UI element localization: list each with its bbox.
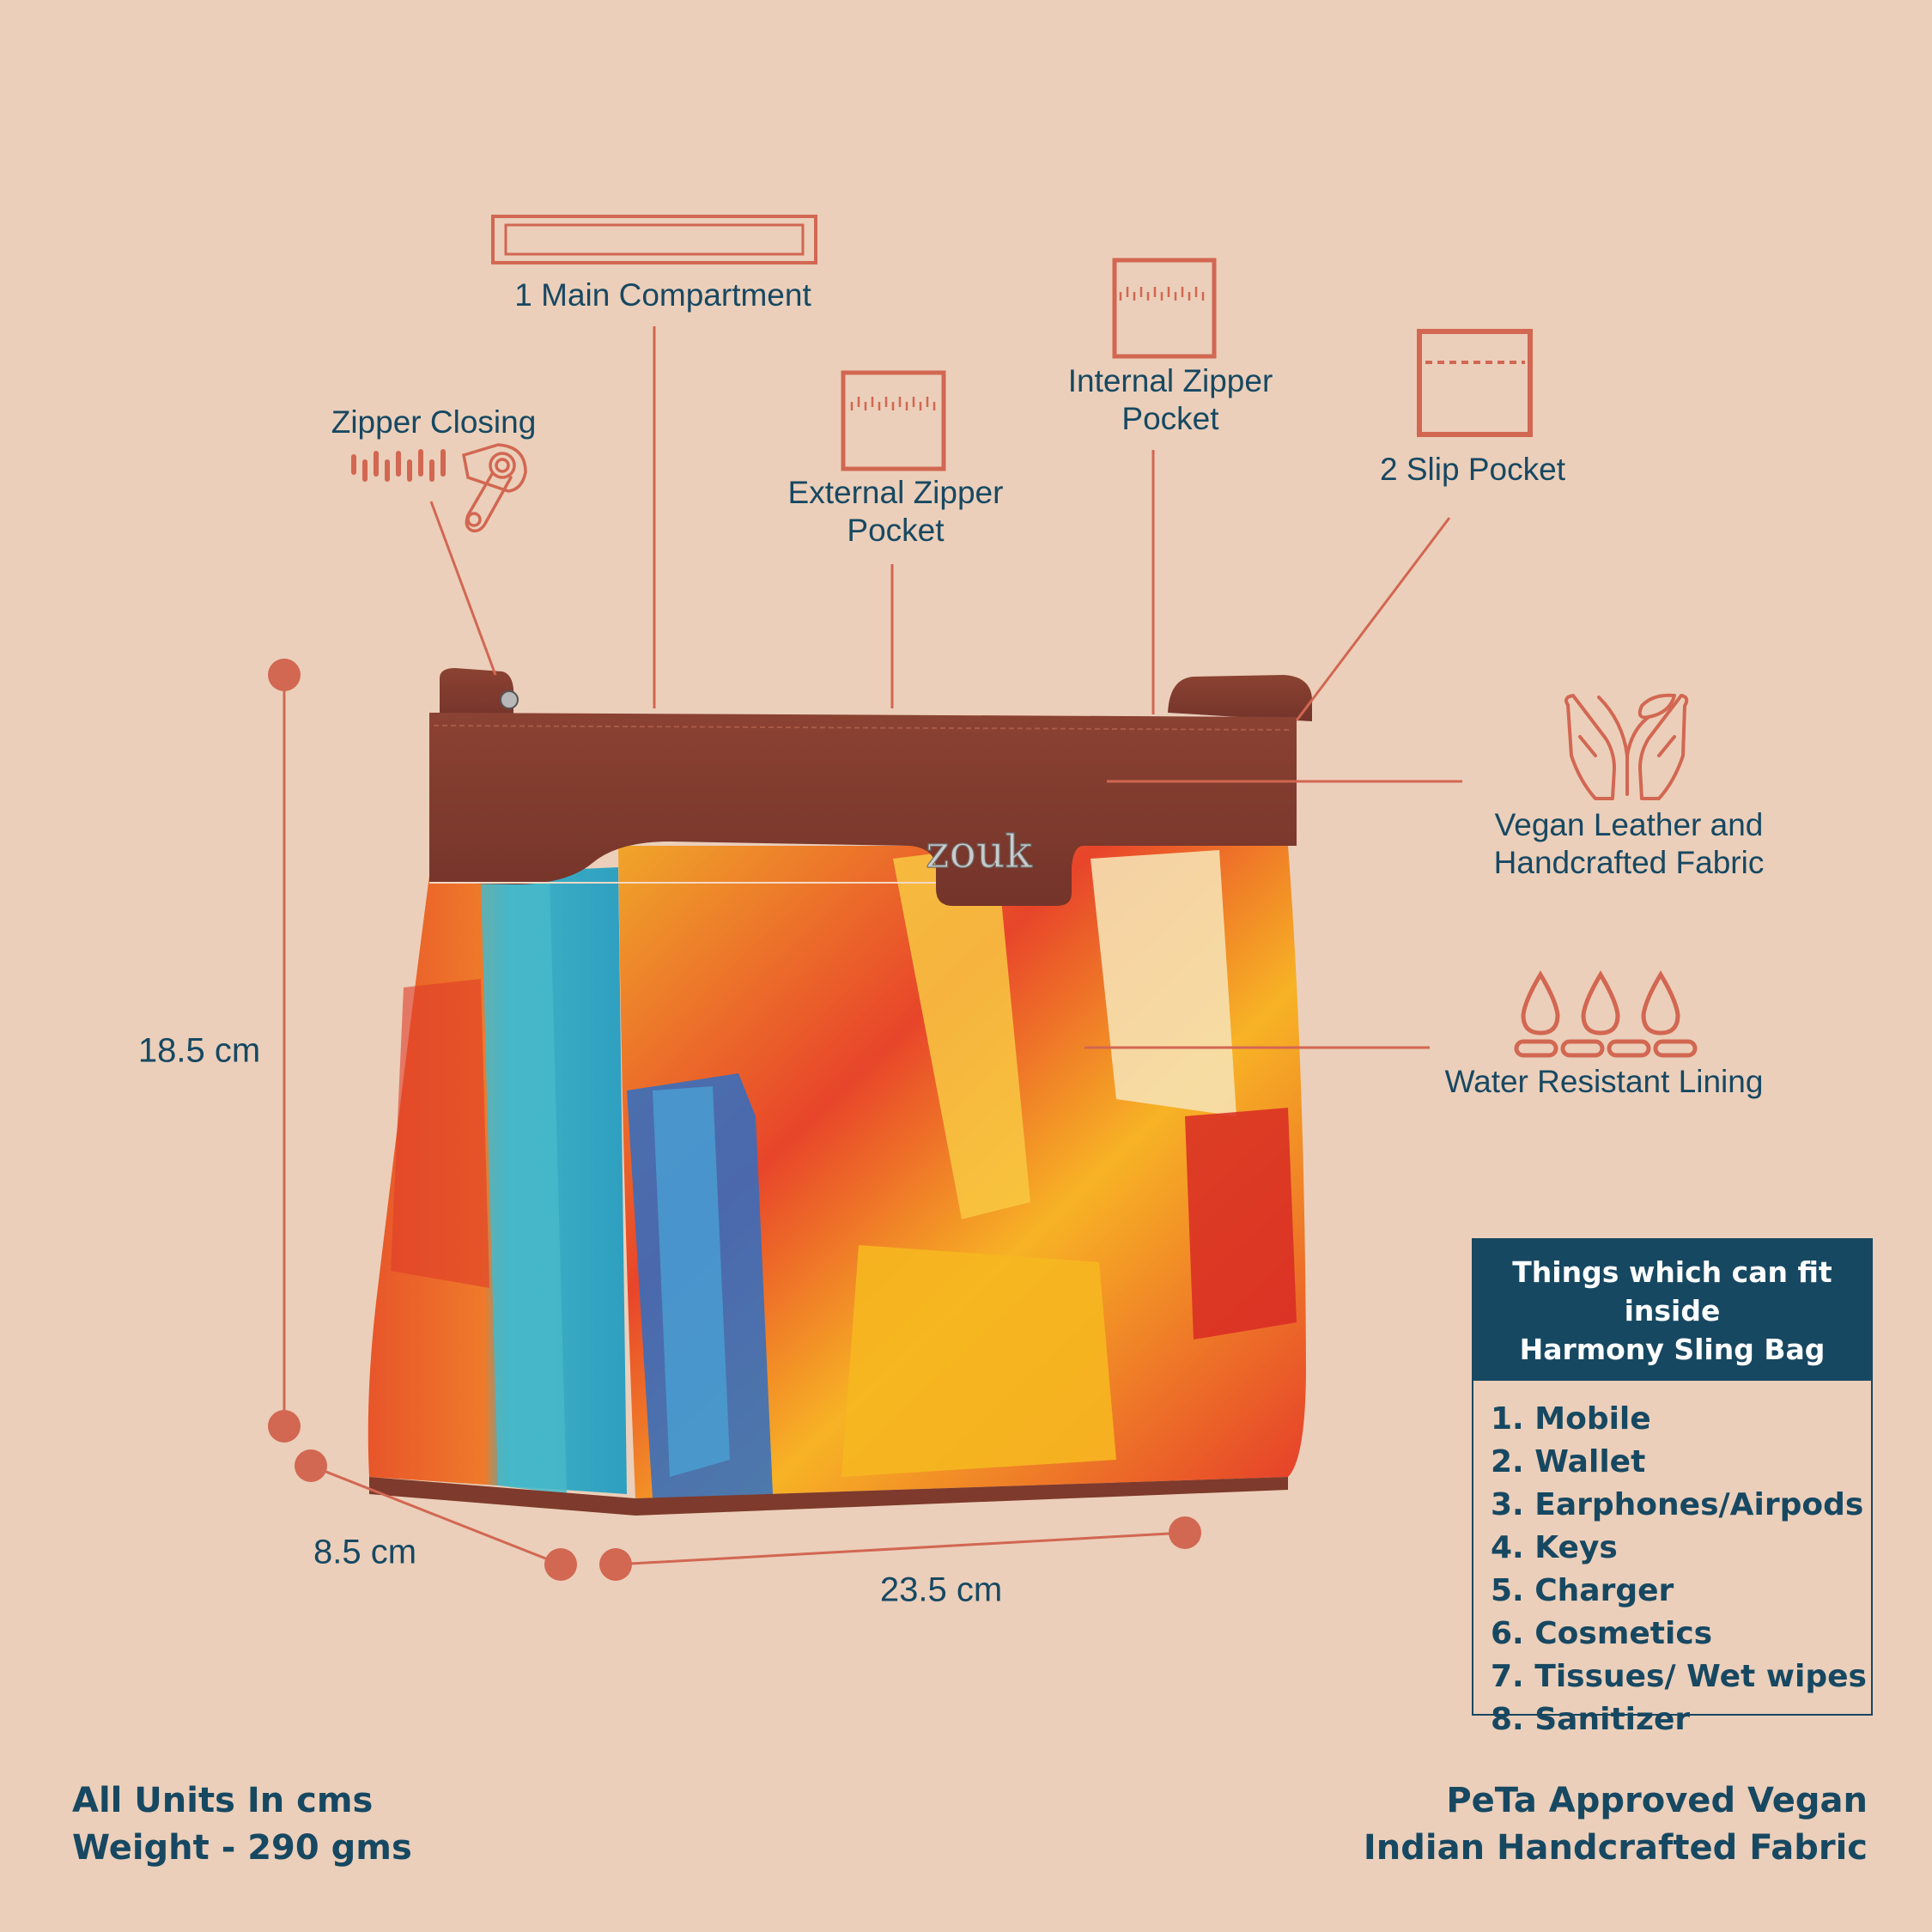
vegan-leather-line1: Vegan Leather and <box>1494 807 1764 842</box>
zipper-pull <box>500 690 519 709</box>
strap-right <box>1168 675 1313 721</box>
vegan-leather-line2: Handcrafted Fabric <box>1493 845 1765 880</box>
dimension-markers <box>268 659 1201 1581</box>
internal-zipper-pocket-line2: Pocket <box>1121 401 1219 436</box>
zipper-pull-icon <box>351 443 527 533</box>
sling-bag-image: zouk <box>368 668 1313 1516</box>
units-note: All Units In cms <box>72 1781 374 1820</box>
brand-logo: zouk <box>926 827 1032 878</box>
peta-note: PeTa Approved Vegan <box>1446 1781 1868 1820</box>
list-item: 4. Keys <box>1491 1530 1618 1565</box>
fabric-note: Indian Handcrafted Fabric <box>1363 1828 1868 1868</box>
strap-left <box>440 668 514 721</box>
list-item: 1. Mobile <box>1491 1401 1651 1437</box>
zipper-closing-label: Zipper Closing <box>331 404 537 440</box>
certification-note: PeTa Approved Vegan Indian Handcrafted F… <box>1364 1777 1868 1872</box>
fit-inside-title-line2: Harmony Sling Bag <box>1519 1333 1826 1366</box>
leader-lines <box>429 326 1462 1049</box>
compartment-icon <box>491 215 817 264</box>
list-item: 8. Sanitizer <box>1491 1702 1691 1737</box>
fit-inside-box: Things which can fit inside Harmony Slin… <box>1472 1238 1873 1737</box>
fit-inside-title-line1: Things which can fit inside <box>1512 1255 1832 1327</box>
width-dimension-label: 23.5 cm <box>879 1571 1003 1609</box>
water-resistant-label: Water Resistant Lining <box>1444 1064 1764 1099</box>
internal-zipper-pocket-label: Internal Zipper Pocket <box>1068 362 1273 438</box>
height-dimension-label: 18.5 cm <box>137 1031 261 1070</box>
fit-inside-list: 1. Mobile 2. Wallet 3. Earphones/Airpods… <box>1473 1381 1871 1741</box>
main-compartment-label: 1 Main Compartment <box>514 277 811 313</box>
list-item: 3. Earphones/Airpods <box>1491 1487 1864 1522</box>
units-weight-note: All Units In cms Weight - 290 gms <box>72 1777 412 1872</box>
internal-zipper-pocket-line1: Internal Zipper <box>1067 363 1273 398</box>
list-item: 7. Tissues/ Wet wipes <box>1491 1659 1867 1694</box>
zipper-pocket-icon-internal <box>1112 258 1217 359</box>
hands-leaf-icon <box>1564 693 1689 800</box>
external-zipper-pocket-line1: External Zipper <box>787 475 1004 510</box>
weight-note: Weight - 290 gms <box>72 1828 412 1868</box>
fit-inside-title: Things which can fit inside Harmony Slin… <box>1473 1240 1871 1381</box>
zipper-pocket-icon <box>841 370 946 471</box>
slip-pocket-label: 2 Slip Pocket <box>1380 452 1565 487</box>
external-zipper-pocket-line2: Pocket <box>847 513 945 548</box>
depth-dimension-label: 8.5 cm <box>313 1533 417 1571</box>
external-zipper-pocket-label: External Zipper Pocket <box>788 474 1004 550</box>
water-drops-icon <box>1514 970 1698 1058</box>
list-item: 2. Wallet <box>1491 1444 1646 1479</box>
slip-pocket-icon <box>1417 329 1533 437</box>
vegan-leather-label: Vegan Leather and Handcrafted Fabric <box>1494 806 1765 882</box>
list-item: 5. Charger <box>1491 1573 1674 1608</box>
list-item: 6. Cosmetics <box>1491 1616 1713 1651</box>
